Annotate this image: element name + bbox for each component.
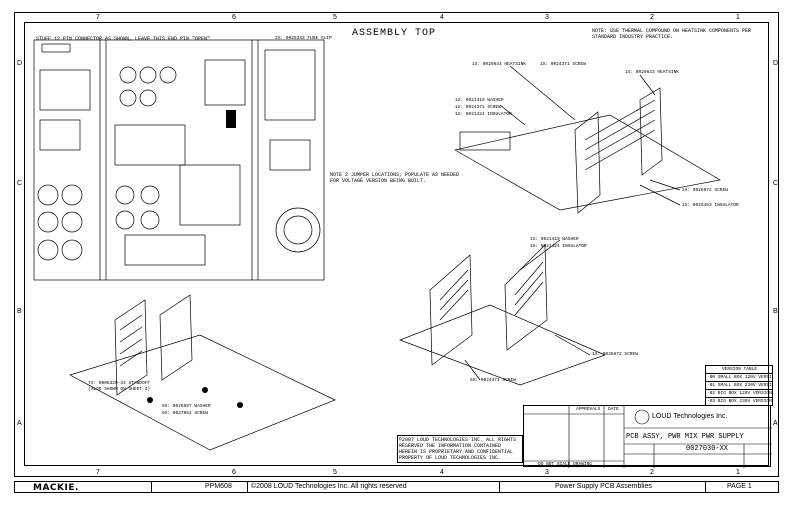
zone-left-c: C bbox=[17, 180, 23, 187]
company-name: LOUD Technologies Inc. bbox=[652, 413, 728, 420]
callout-washer-1: 1X: 0021419 WASHER bbox=[455, 98, 504, 103]
no-scale-label: DO NOT SCALE DRAWING bbox=[538, 462, 593, 467]
zone-bottom-7: 7 bbox=[96, 469, 100, 476]
callout-heatsink-1: 1X: 0029644 HEATSINK bbox=[472, 62, 527, 67]
drawing-title: ASSEMBLY TOP bbox=[352, 28, 437, 39]
version-row: -03 BIG BOX 230V VERSION bbox=[706, 397, 772, 404]
zone-bottom-4: 4 bbox=[440, 469, 444, 476]
zone-top-6: 6 bbox=[232, 14, 236, 21]
outer-frame bbox=[14, 12, 779, 477]
footer-divider bbox=[151, 482, 152, 492]
fuse-clip-label: 2X: 0025343 FUSE CLIP bbox=[275, 36, 332, 41]
callout-insulator-1: 1X: 0021424 INSULATOR bbox=[455, 112, 512, 117]
version-row: -02 BIG BOX 120V VERSION bbox=[706, 389, 772, 396]
zone-top-5: 5 bbox=[333, 14, 337, 21]
zone-bottom-2: 2 bbox=[650, 469, 654, 476]
zone-left-a: A bbox=[17, 420, 22, 427]
stuff-note: STUFF 12 PIN CONNECTOR AS SHOWN, LEAVE T… bbox=[36, 36, 211, 42]
zone-bottom-1: 1 bbox=[736, 469, 740, 476]
zone-left-d: D bbox=[17, 60, 23, 67]
callout-screw-4: 1X: 0026672 SCREW bbox=[592, 352, 638, 357]
inner-frame bbox=[24, 22, 769, 466]
version-row: -01 SMALL BOX 230V VERSION bbox=[706, 381, 772, 388]
footer-divider bbox=[705, 482, 706, 492]
zone-right-a: A bbox=[773, 420, 778, 427]
footer-model: PPM608 bbox=[205, 483, 232, 490]
zone-bottom-6: 6 bbox=[232, 469, 236, 476]
footer-divider bbox=[499, 482, 500, 492]
pcb-outline bbox=[33, 39, 325, 281]
zone-top-1: 1 bbox=[736, 14, 740, 21]
callout-screw-6: 6X: 0027952 SCREW bbox=[162, 411, 208, 416]
version-table-header: VERSION TABLE bbox=[721, 367, 758, 372]
callout-screw-1: 1X: 0024371 SCREW bbox=[540, 62, 586, 67]
title-block-grid bbox=[524, 406, 772, 468]
zone-bottom-5: 5 bbox=[333, 469, 337, 476]
callout-standoff-note: (ALSO SHOWN ON SHEET 2) bbox=[88, 387, 151, 392]
zone-right-b: B bbox=[773, 308, 778, 315]
footer-section: Power Supply PCB Assemblies bbox=[555, 483, 652, 490]
iso-board-2 bbox=[399, 304, 606, 386]
callout-screw-5: 6X: 0024371 SCREW bbox=[470, 378, 516, 383]
zone-top-7: 7 bbox=[96, 14, 100, 21]
footer-page: PAGE 1 bbox=[727, 483, 752, 490]
zone-top-4: 4 bbox=[440, 14, 444, 21]
callout-insulator-3: 1X: 0021424 INSULATOR bbox=[530, 244, 587, 249]
iso-board-3 bbox=[69, 334, 336, 451]
footer-copyright: ©2008 LOUD Technologies Inc. All rights … bbox=[251, 483, 407, 490]
jumper-note: NOTE 2 JUMPER LOCATIONS, POPULATE AS NEE… bbox=[330, 172, 460, 184]
zone-left-b: B bbox=[17, 308, 22, 315]
iso-board-1 bbox=[454, 114, 721, 211]
date-label: DATE bbox=[608, 407, 619, 412]
callout-heatsink-2: 1X: 0029643 HEATSINK bbox=[625, 70, 680, 75]
zone-right-d: D bbox=[773, 60, 779, 67]
part-number: 0027030-XX bbox=[686, 445, 729, 453]
callout-washer-2: 1X: 0021419 WASHER bbox=[530, 237, 579, 242]
version-table: VERSION TABLE -00 SMALL BOX 120V VERSION… bbox=[705, 365, 773, 406]
title-block: APPROVALS DATE LOUD Technologies Inc. PC… bbox=[523, 405, 772, 468]
thermal-note: NOTE: USE THERMAL COMPOUND ON HEATSINK C… bbox=[592, 28, 752, 40]
mackie-logo: MACKIE. bbox=[33, 483, 79, 493]
callout-screw-3: 2X: 0026672 SCREW bbox=[682, 188, 728, 193]
document-title: PCB ASSY, PWR MIX PWR SUPPLY bbox=[626, 433, 744, 441]
callout-standoff: 7X: 0008320-34 STANDOFF bbox=[88, 381, 151, 386]
zone-bottom-3: 3 bbox=[545, 469, 549, 476]
footer-bar: MACKIE. PPM608 ©2008 LOUD Technologies I… bbox=[14, 481, 779, 493]
callout-insulator-2: 2X: 0025453 INSULATOR bbox=[682, 203, 739, 208]
zone-right-c: C bbox=[773, 180, 779, 187]
callout-washer-3: 6X: 0026697 WASHER bbox=[162, 404, 211, 409]
callout-screw-2: 1X: 0024371 SCREW bbox=[455, 105, 501, 110]
copyright-notice: ©2007 LOUD TECHNOLOGIES INC. ALL RIGHTS … bbox=[397, 435, 523, 463]
footer-divider bbox=[247, 482, 248, 492]
version-row: -00 SMALL BOX 120V VERSION bbox=[706, 373, 772, 380]
zone-top-3: 3 bbox=[545, 14, 549, 21]
zone-top-2: 2 bbox=[650, 14, 654, 21]
approvals-label: APPROVALS bbox=[576, 407, 601, 412]
